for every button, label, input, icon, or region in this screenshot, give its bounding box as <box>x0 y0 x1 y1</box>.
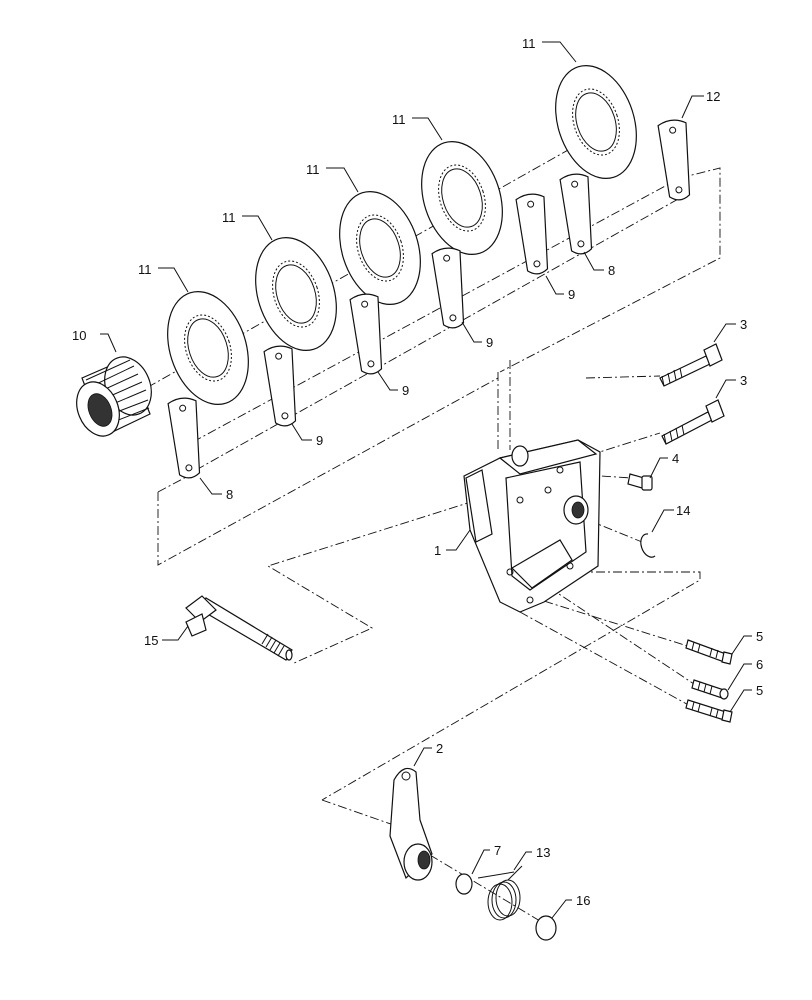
callout-9: 9 <box>316 433 323 448</box>
callout-9: 9 <box>402 383 409 398</box>
link-plate-parts <box>167 119 691 479</box>
callout-11: 11 <box>306 162 320 177</box>
callout-13: 13 <box>536 845 550 860</box>
link-plate <box>657 119 691 201</box>
callout-5: 5 <box>756 683 763 698</box>
long-bolt <box>661 399 725 445</box>
callout-8: 8 <box>226 487 233 502</box>
callout-3: 3 <box>740 317 747 332</box>
callout-16: 16 <box>576 893 590 908</box>
callout-3: 3 <box>740 373 747 388</box>
callout-12: 12 <box>706 89 720 104</box>
callout-10: 10 <box>72 328 86 343</box>
friction-disc-parts <box>167 65 637 405</box>
callout-1: 1 <box>434 543 441 558</box>
callout-15: 15 <box>144 633 158 648</box>
callout-11: 11 <box>392 112 406 127</box>
small-ring-part <box>455 873 473 895</box>
callout-8: 8 <box>608 263 615 278</box>
callout-9: 9 <box>486 335 493 350</box>
leader-lines <box>100 41 752 919</box>
callout-5: 5 <box>756 629 763 644</box>
friction-disc <box>421 141 503 255</box>
housing-part <box>463 439 601 613</box>
callout-11: 11 <box>222 210 236 225</box>
callout-6: 6 <box>756 657 763 672</box>
long-bolt <box>659 343 723 387</box>
callout-7: 7 <box>494 843 501 858</box>
snap-ring-part <box>640 533 656 558</box>
lever-part <box>389 767 433 881</box>
retaining-ring-part <box>535 915 557 941</box>
stud-parts <box>685 639 733 723</box>
callout-2: 2 <box>436 741 443 756</box>
callout-11: 11 <box>138 262 152 277</box>
link-plate <box>349 293 383 375</box>
friction-disc <box>255 237 337 351</box>
link-plate <box>167 397 201 479</box>
link-plate <box>263 345 297 427</box>
shaft-part <box>185 595 293 661</box>
stud <box>685 699 733 723</box>
stud <box>691 679 729 700</box>
callout-14: 14 <box>676 503 690 518</box>
link-plate <box>431 247 465 329</box>
splined-gear-part <box>76 356 152 437</box>
friction-disc <box>167 291 249 405</box>
callout-labels: 11 11 11 11 11 10 12 8 9 9 9 9 8 3 3 4 1… <box>72 36 763 908</box>
stud <box>685 639 733 665</box>
callout-9: 9 <box>568 287 575 302</box>
torsion-spring-part <box>477 865 523 921</box>
link-plate <box>559 173 593 255</box>
callout-11: 11 <box>522 36 536 51</box>
friction-disc <box>339 191 421 305</box>
friction-disc <box>555 65 637 179</box>
long-bolt-parts <box>659 343 725 445</box>
small-bolt-part <box>627 473 653 491</box>
link-plate <box>515 193 549 275</box>
callout-4: 4 <box>672 451 679 466</box>
